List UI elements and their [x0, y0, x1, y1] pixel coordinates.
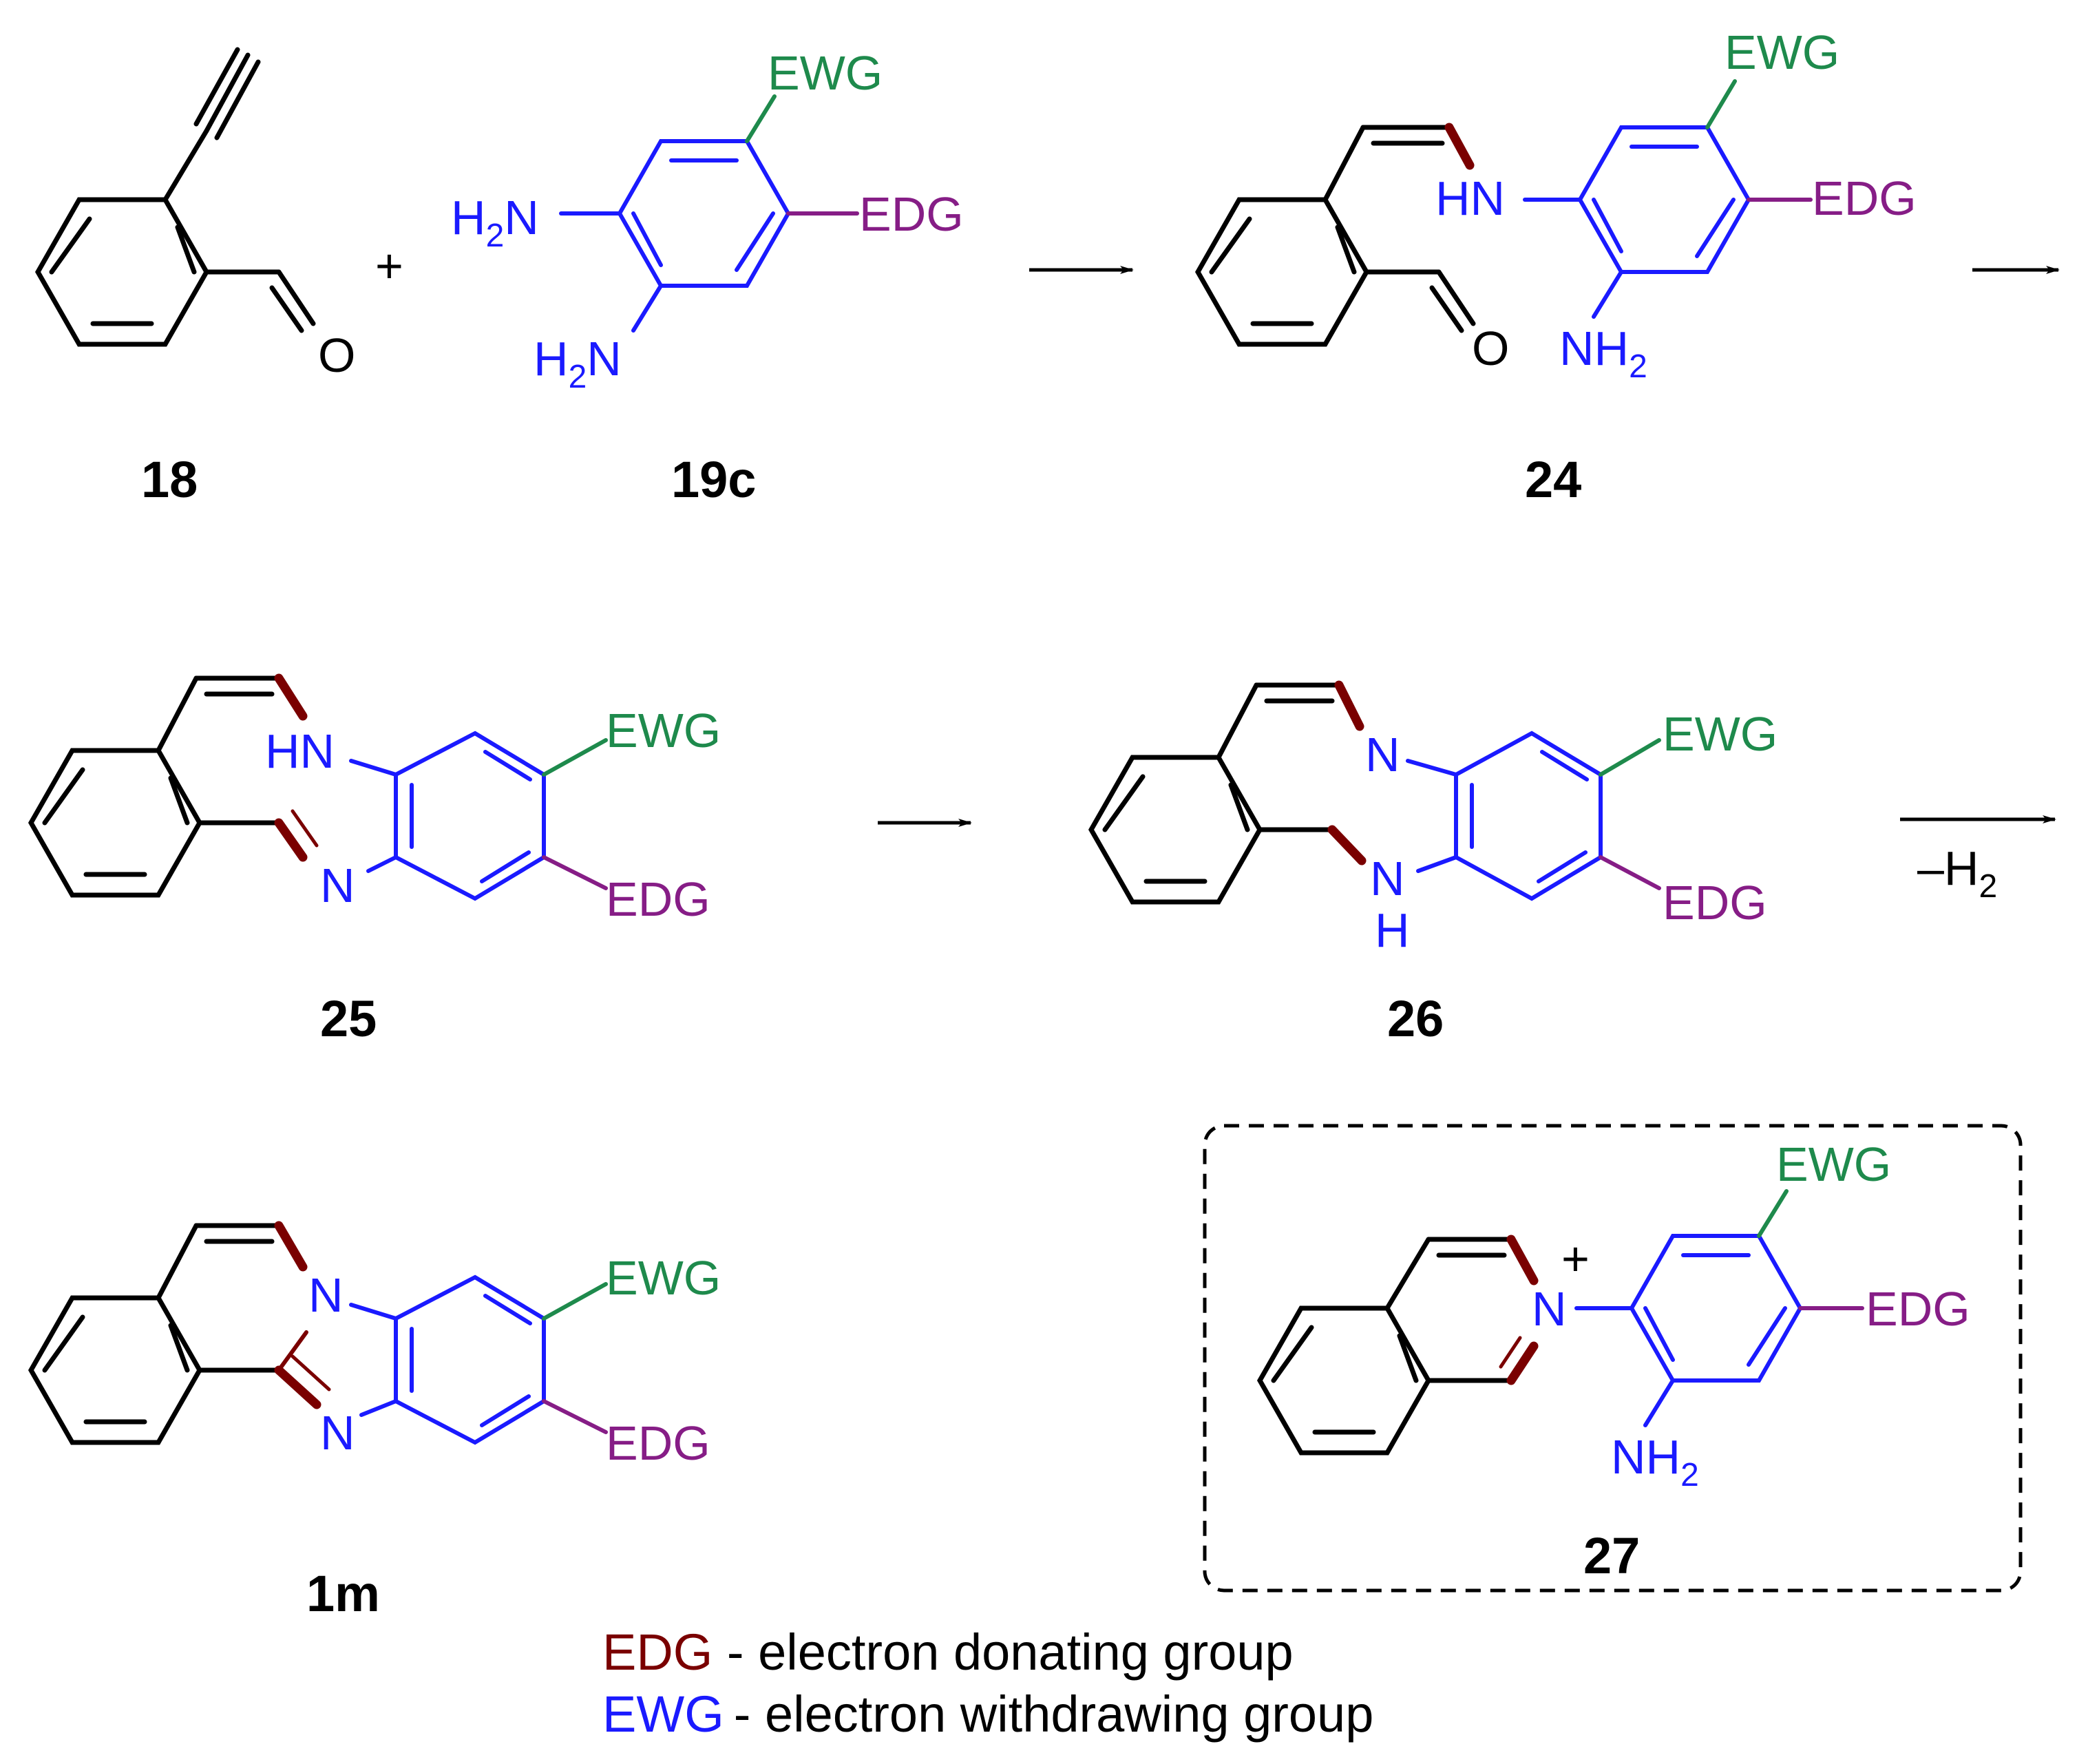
legend: EDG - electron donating group EWG- elect…: [602, 1624, 1373, 1743]
positive-charge-27: +: [1561, 1232, 1590, 1285]
alkyne-group: [162, 47, 261, 202]
vinyl-bond: [1322, 125, 1452, 202]
amine-upper-19c: H2N: [451, 191, 539, 254]
hn-25: HN: [265, 724, 335, 778]
dashed-box-27: [1203, 1124, 2023, 1593]
svg-text:–H2: –H2: [1917, 841, 1997, 905]
compound-18: [34, 47, 316, 347]
nh-n-26: N: [1370, 852, 1405, 905]
edg-26: EDG: [1663, 876, 1767, 930]
highlight-bond: [1444, 123, 1475, 170]
edg-24: EDG: [1812, 171, 1917, 225]
benzene-ring: [1194, 197, 1370, 347]
aldehyde-group: [1364, 269, 1476, 333]
plus-sign: +: [375, 239, 403, 293]
benzene-ring: [28, 1295, 203, 1445]
compound-19c: [559, 94, 859, 333]
compound-24: [1194, 79, 1813, 347]
legend-edg: EDG - electron donating group: [602, 1624, 1294, 1681]
carbonyl-oxygen: O: [318, 328, 355, 382]
label-24: 24: [1525, 451, 1581, 508]
label-26: 26: [1387, 990, 1444, 1047]
label-27: 27: [1583, 1527, 1640, 1584]
amine-24: NH2: [1559, 322, 1647, 385]
benzene-ring: [617, 139, 791, 288]
benzene-ring: [28, 748, 203, 898]
ewg-bond: [745, 94, 777, 143]
aniline-ring: [349, 731, 546, 901]
aniline-ring: [349, 1274, 546, 1445]
compound-26: [1088, 680, 1661, 905]
edg-25: EDG: [606, 872, 710, 926]
ewg-19c: EWG: [768, 46, 883, 100]
amine-27: NH2: [1611, 1430, 1699, 1493]
hn-24: HN: [1435, 171, 1505, 225]
label-25: 25: [320, 990, 377, 1047]
amine-bond-lower: [631, 284, 663, 333]
carbonyl-oxygen-24: O: [1472, 322, 1509, 375]
vinyl-bond: [156, 675, 282, 826]
ewg-27: EWG: [1776, 1137, 1891, 1191]
n-1m-top: N: [308, 1268, 344, 1322]
aldehyde-group: [204, 269, 316, 333]
nh-h-26: H: [1375, 903, 1410, 957]
pyridinium-n-27: N: [1532, 1282, 1567, 1336]
legend-ewg: EWG- electron withdrawing group: [602, 1686, 1373, 1743]
n-1m-bottom: N: [320, 1406, 355, 1460]
aniline-ring: [1523, 125, 1751, 319]
amine-lower-19c: H2N: [534, 332, 622, 395]
dehydrogenation-arrow: –H2: [1900, 815, 2056, 905]
compound-25: [28, 673, 608, 901]
benzene-ring: [1256, 1305, 1432, 1456]
n-26: N: [1365, 728, 1400, 781]
ewg-1m: EWG: [606, 1251, 721, 1305]
edg-1m: EDG: [606, 1416, 710, 1470]
ewg-26: EWG: [1663, 707, 1778, 761]
ewg-24: EWG: [1725, 25, 1839, 79]
benzene-ring: [34, 197, 210, 347]
benzene-ring: [1088, 755, 1263, 905]
compound-27: [1256, 1189, 1864, 1456]
compound-1m: [28, 1221, 608, 1445]
label-1m: 1m: [306, 1565, 380, 1622]
aniline-ring: [1406, 731, 1603, 901]
ewg-25: EWG: [606, 704, 721, 757]
edg-27: EDG: [1866, 1282, 1970, 1336]
label-18: 18: [141, 451, 198, 508]
edg-19c: EDG: [859, 187, 964, 241]
aniline-ring: [1574, 1234, 1803, 1427]
imine-n-25: N: [320, 859, 355, 912]
label-19c: 19c: [671, 451, 756, 508]
